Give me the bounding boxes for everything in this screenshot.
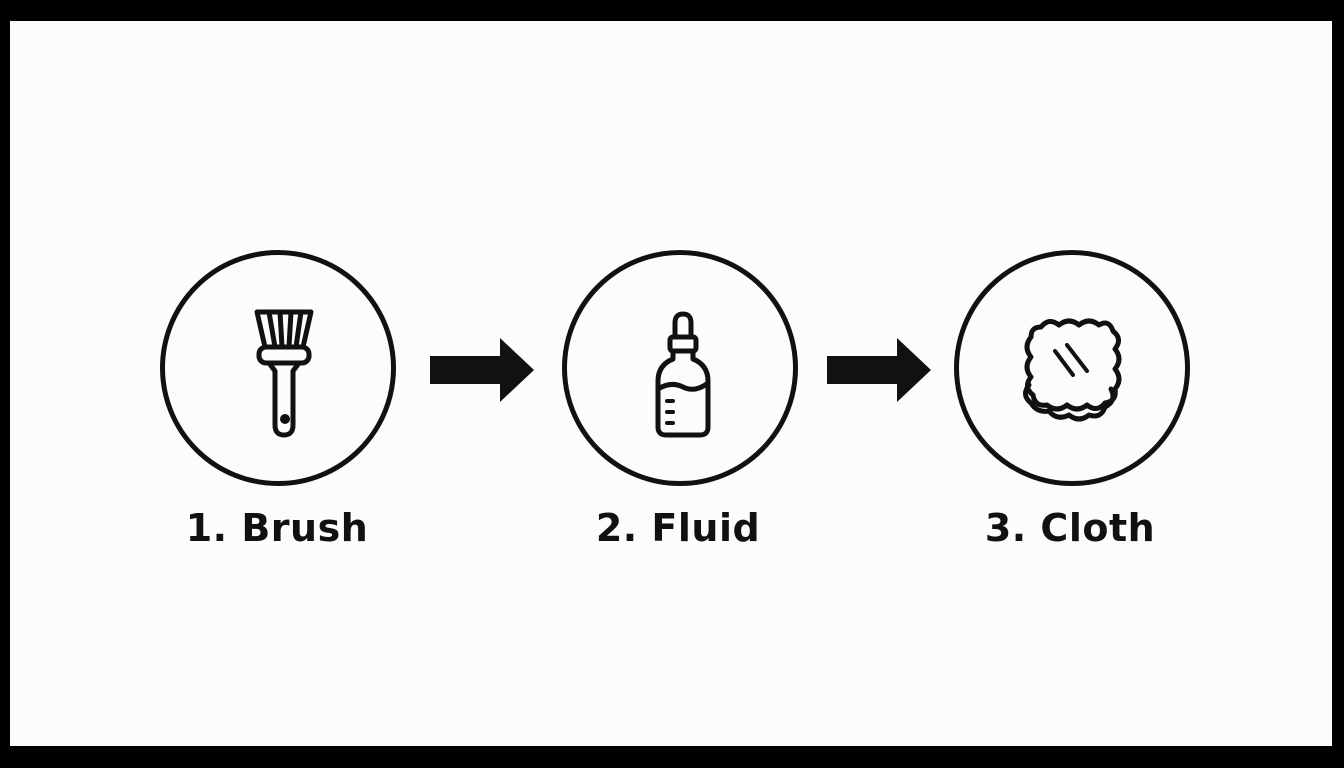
dropper-bottle-icon xyxy=(655,311,711,438)
step-1-label: 1. Brush xyxy=(185,506,369,550)
cloth-icon xyxy=(1023,318,1122,422)
step-3-circle xyxy=(954,250,1190,486)
diagram-canvas: 1. Brush 2. Fluid xyxy=(10,21,1332,746)
step-2-label: 2. Fluid xyxy=(595,506,761,550)
arrow-right-icon xyxy=(430,338,534,402)
paintbrush-icon xyxy=(254,309,314,438)
step-1-circle xyxy=(160,250,396,486)
step-3-label: 3. Cloth xyxy=(984,506,1156,550)
step-2-circle xyxy=(562,250,798,486)
arrow-right-icon xyxy=(827,338,931,402)
